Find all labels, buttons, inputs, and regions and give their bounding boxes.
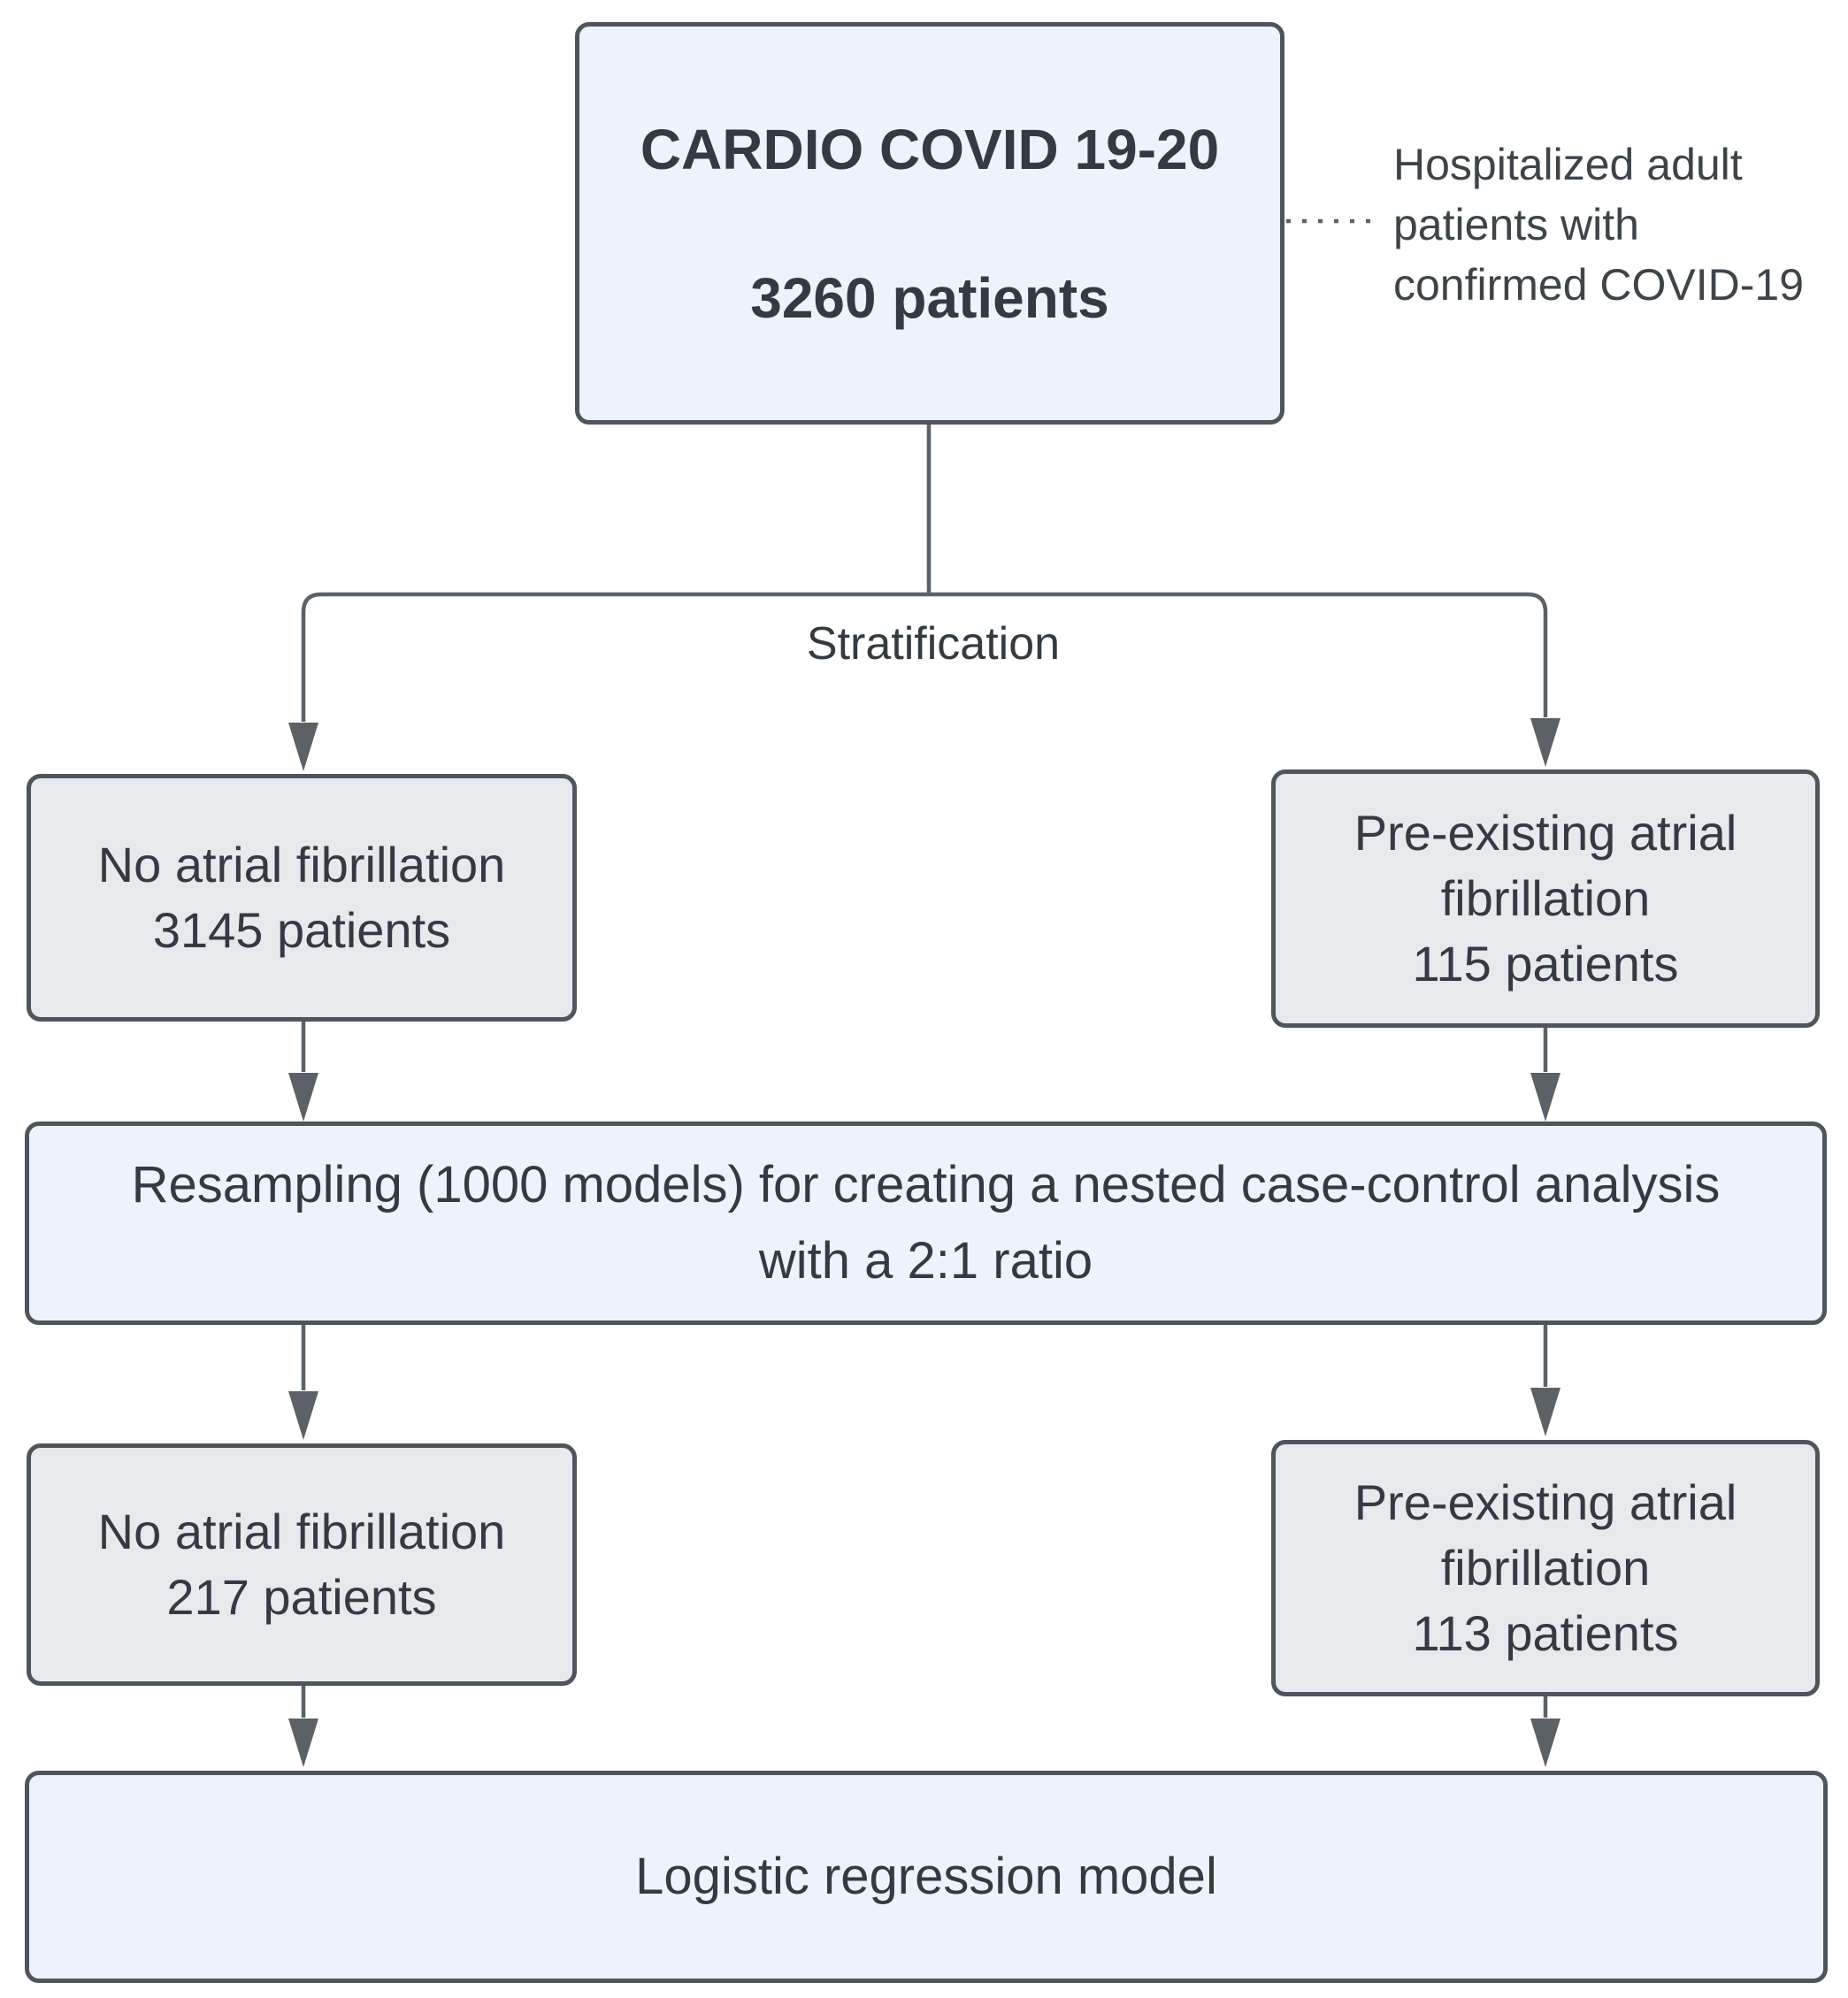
box-count: 115 patients xyxy=(1412,936,1679,991)
box-label: Logistic regression model xyxy=(635,1848,1217,1905)
annotation-line: patients with xyxy=(1393,200,1639,249)
box-resampling: Resampling (1000 models) for creating a … xyxy=(25,1121,1827,1325)
box-pre-af-resampled: Pre-existing atrial fibrillation 113 pat… xyxy=(1271,1440,1820,1696)
split-line xyxy=(301,592,1548,722)
box-logistic-regression: Logistic regression model xyxy=(25,1771,1828,1983)
annotation-line: confirmed COVID-19 xyxy=(1393,260,1805,310)
box-label: Resampling (1000 models) for creating a … xyxy=(131,1156,1721,1213)
arrowhead-down xyxy=(288,1719,318,1767)
box-label: fibrillation xyxy=(1440,870,1651,926)
root-cohort-title: CARDIO COVID 19-20 xyxy=(640,117,1220,181)
arrowhead-down xyxy=(1530,718,1560,767)
box-no-af-resampled: No atrial fibrillation 217 patients xyxy=(27,1443,577,1686)
arrowhead-down xyxy=(1530,1388,1560,1436)
box-no-af-initial: No atrial fibrillation 3145 patients xyxy=(27,774,577,1022)
arrowhead-down xyxy=(288,1073,318,1121)
box-label: fibrillation xyxy=(1440,1540,1651,1596)
box-count: 113 patients xyxy=(1412,1605,1679,1661)
box-root-cohort: CARDIO COVID 19-20 3260 patients xyxy=(575,22,1284,425)
arrowhead-down xyxy=(288,1391,318,1440)
box-label: with a 2:1 ratio xyxy=(758,1232,1093,1290)
root-cohort-count: 3260 patients xyxy=(750,265,1109,330)
box-label: No atrial fibrillation xyxy=(97,1504,506,1559)
stratification-label: Stratification xyxy=(806,618,1061,670)
box-label: No atrial fibrillation xyxy=(97,837,506,892)
annotation-line: Hospitalized adult xyxy=(1393,140,1743,189)
arrowhead-down xyxy=(1530,1719,1560,1767)
box-pre-af-initial: Pre-existing atrial fibrillation 115 pat… xyxy=(1271,769,1820,1028)
box-count: 217 patients xyxy=(166,1569,437,1625)
annotation-note: Hospitalized adult patients with confirm… xyxy=(1393,134,1848,315)
arrowhead-down xyxy=(1530,1073,1560,1121)
box-count: 3145 patients xyxy=(152,902,451,958)
box-label: Pre-existing atrial xyxy=(1353,805,1737,861)
arrowhead-down xyxy=(288,723,318,771)
box-label: Pre-existing atrial xyxy=(1353,1474,1737,1530)
